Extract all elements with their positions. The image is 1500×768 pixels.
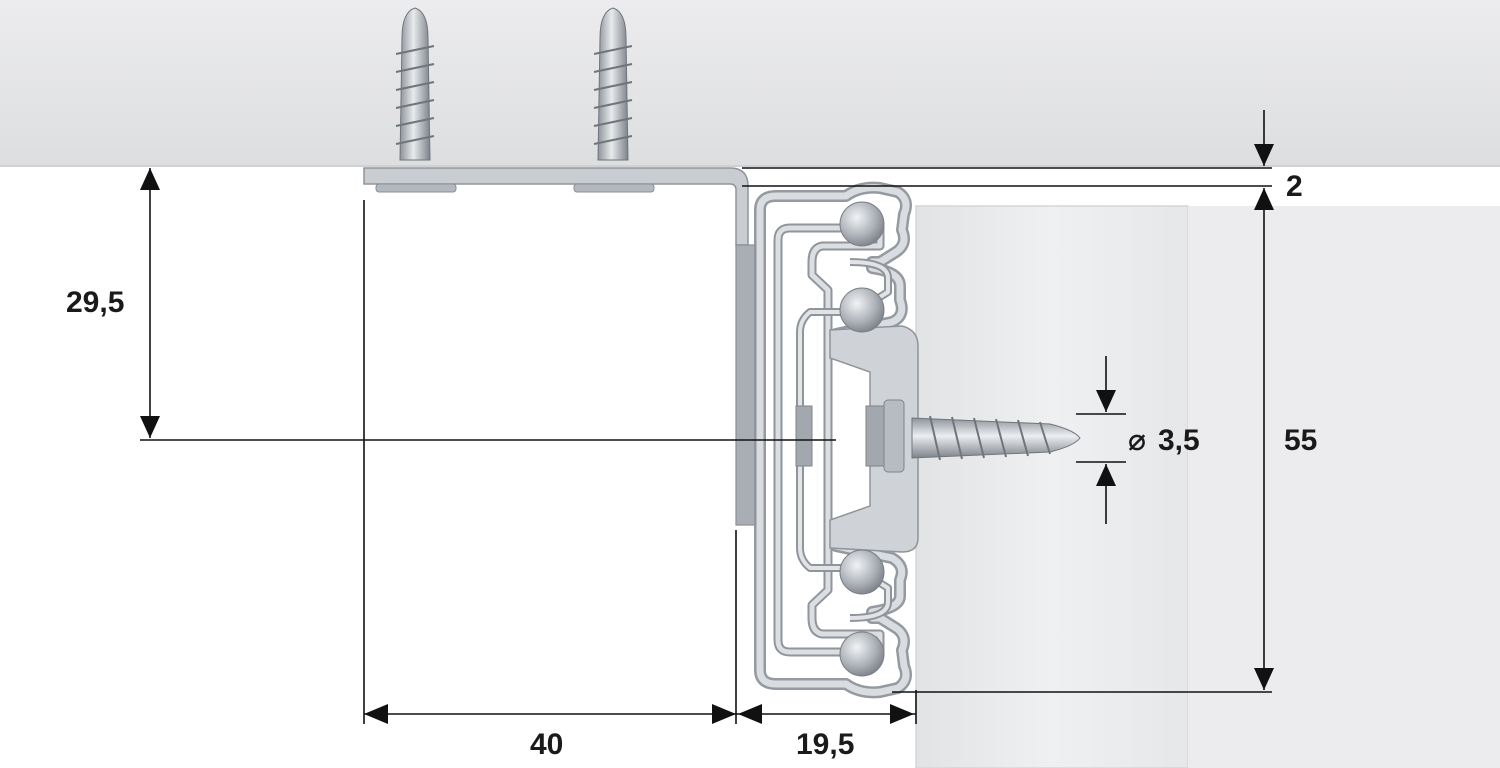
center-rivet bbox=[795, 405, 813, 467]
label-height-to-screw: 29,5 bbox=[66, 286, 124, 319]
mounting-bracket bbox=[363, 167, 749, 246]
drawer-screw bbox=[911, 415, 1081, 461]
bearing-ball bbox=[839, 549, 885, 595]
ceiling-screw-right bbox=[593, 7, 633, 161]
ceiling-screw-left bbox=[395, 7, 435, 161]
ceiling-board bbox=[0, 0, 1500, 166]
center-rivet-inner bbox=[865, 405, 885, 467]
dimension-top-gap bbox=[742, 110, 1274, 169]
bracket-screw-head-left bbox=[375, 183, 457, 193]
label-slide-height: 55 bbox=[1284, 424, 1317, 457]
dimension-bracket-width bbox=[363, 200, 737, 724]
drawer-side-panel bbox=[915, 205, 1189, 768]
bearing-ball bbox=[839, 631, 885, 677]
dimension-height-to-screw bbox=[140, 168, 836, 441]
bracket-screw-head-right bbox=[573, 183, 655, 193]
drawer-back-panel bbox=[1188, 206, 1500, 768]
label-bracket-width: 40 bbox=[530, 728, 563, 761]
slide-cabinet-member bbox=[735, 244, 757, 526]
bearing-ball bbox=[839, 287, 885, 333]
screw-washer bbox=[883, 399, 905, 473]
label-screw-diameter: 3,5 bbox=[1158, 424, 1200, 457]
label-slide-width: 19,5 bbox=[796, 728, 854, 761]
diameter-symbol: ⌀ bbox=[1128, 424, 1146, 457]
label-top-gap: 2 bbox=[1286, 170, 1303, 203]
bearing-ball bbox=[839, 201, 885, 247]
dimension-slide-height bbox=[742, 185, 1274, 693]
dimension-screw-diameter bbox=[1076, 356, 1126, 524]
dimension-slide-width bbox=[736, 690, 917, 724]
